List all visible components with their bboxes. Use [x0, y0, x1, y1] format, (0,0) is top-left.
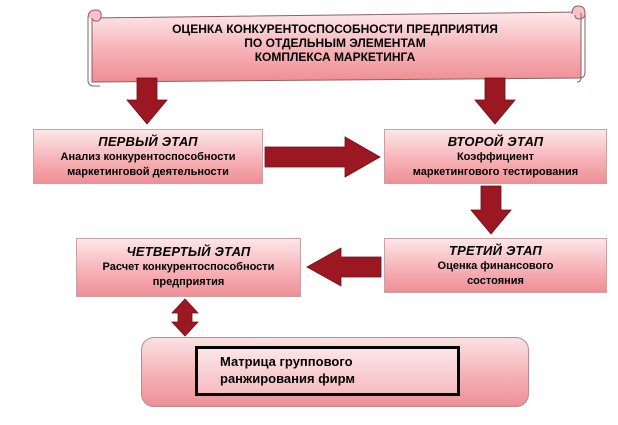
result-inner-box: Матрица группового ранжирования фирм	[195, 346, 460, 396]
stage-first-desc-line-1: Анализ конкурентоспособности	[60, 151, 236, 163]
stage-fourth-desc-line-1: Расчет конкурентоспособности	[102, 261, 275, 273]
stage-fourth-desc-line-2: предприятия	[152, 276, 225, 288]
arrow-third-to-fourth-icon	[306, 247, 382, 287]
stage-second-desc-line-1: Коэффициент	[456, 151, 535, 163]
header-title-line-3: КОМПЛЕКСА МАРКЕТИНГА	[254, 50, 416, 64]
result-line-2: ранжирования фирм	[220, 371, 355, 386]
header-title-line-2: ПО ОТДЕЛЬНЫМ ЭЛЕМЕНТАМ	[244, 36, 426, 50]
stage-first-title: ПЕРВЫЙ ЭТАП	[98, 134, 198, 149]
stage-first-box: ПЕРВЫЙ ЭТАП Анализ конкурентоспособности…	[33, 129, 263, 184]
header-title: ОЦЕНКА КОНКУРЕНТОСПОСОБНОСТИ ПРЕДПРИЯТИЯ…	[100, 22, 570, 64]
arrow-header-to-first-icon	[126, 77, 168, 125]
stage-first-desc-line-2: маркетинговой деятельности	[67, 166, 229, 178]
stage-fourth-box: ЧЕТВЕРТЫЙ ЭТАП Расчет конкурентоспособно…	[76, 238, 301, 297]
arrow-first-to-second-icon	[264, 136, 381, 178]
stage-third-title: ТРЕТИЙ ЭТАП	[449, 243, 542, 258]
arrow-header-to-second-icon	[474, 77, 516, 125]
stage-second-box: ВТОРОЙ ЭТАП Коэффициент маркетингового т…	[384, 129, 607, 184]
stage-second-desc-line-2: маркетингового тестирования	[412, 166, 579, 178]
header-title-line-1: ОЦЕНКА КОНКУРЕНТОСПОСОБНОСТИ ПРЕДПРИЯТИЯ	[172, 22, 498, 36]
stage-second-title: ВТОРОЙ ЭТАП	[447, 134, 544, 149]
arrow-fourth-to-result-icon	[171, 298, 199, 337]
stage-third-desc-line-1: Оценка финансового	[437, 260, 554, 272]
stage-third-desc-line-2: состояния	[467, 275, 524, 287]
stage-third-box: ТРЕТИЙ ЭТАП Оценка финансового состояния	[384, 238, 607, 293]
arrow-second-to-third-icon	[470, 185, 512, 235]
result-line-1: Матрица группового	[220, 354, 353, 369]
stage-fourth-title: ЧЕТВЕРТЫЙ ЭТАП	[126, 244, 251, 259]
